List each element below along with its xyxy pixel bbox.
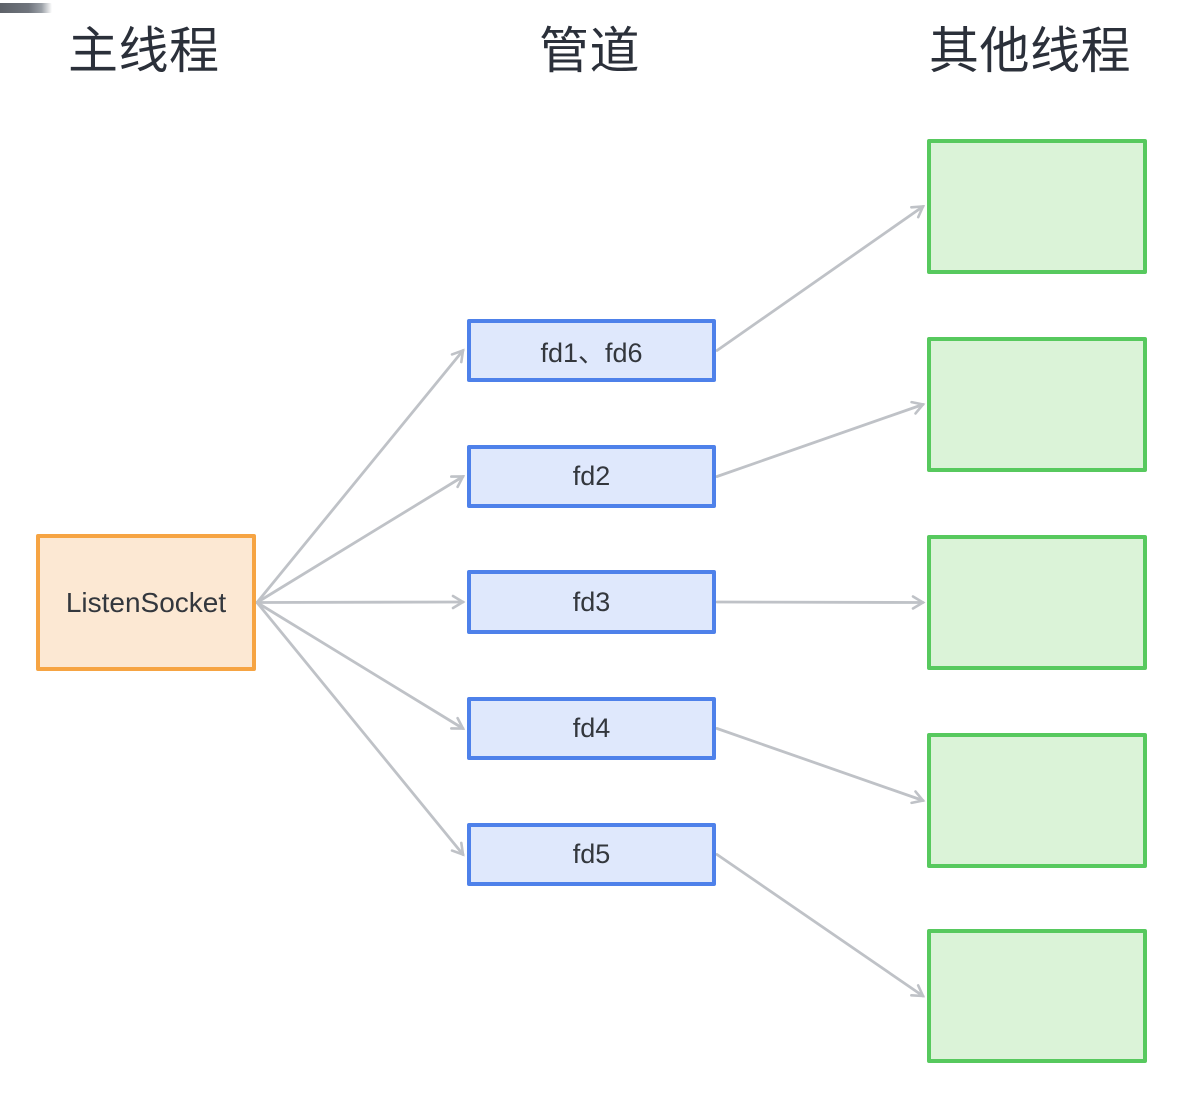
arrow-fd5-to-thread5 (715, 853, 926, 998)
column-header-pipe: 管道 (539, 23, 640, 79)
column-header-other-threads: 其他线程 (929, 23, 1131, 79)
other-thread-box-5 (927, 929, 1147, 1063)
other-thread-box-3 (927, 535, 1147, 670)
node-fd2-label: fd2 (572, 461, 611, 491)
node-fd5: fd5 (467, 823, 716, 886)
other-thread-box-2 (927, 337, 1147, 472)
node-fd5-label: fd5 (572, 839, 611, 869)
arrow-fd2-to-thread2 (715, 400, 926, 478)
node-fd1-fd6-label: fd1、fd6 (540, 338, 643, 368)
arrow-listen_socket-to-fd3 (255, 594, 466, 610)
node-fd1-fd6: fd1、fd6 (467, 319, 716, 382)
other-thread-box-1 (927, 139, 1147, 274)
arrow-listen_socket-to-fd1 (255, 348, 465, 604)
arrow-fd4-to-thread4 (715, 727, 926, 805)
node-fd3: fd3 (467, 570, 716, 634)
arrow-listen_socket-to-fd2 (255, 475, 466, 604)
node-fd4: fd4 (467, 697, 716, 760)
arrow-listen_socket-to-fd4 (255, 601, 466, 730)
node-listen-socket: ListenSocket (36, 534, 256, 671)
arrow-fd1-to-thread1 (715, 205, 926, 352)
node-listen-socket-label: ListenSocket (65, 586, 227, 618)
node-fd3-label: fd3 (572, 586, 611, 617)
column-header-main-thread: 主线程 (68, 23, 220, 79)
screen-corner-artifact (0, 3, 52, 13)
arrow-fd3-to-thread3 (715, 595, 926, 610)
node-fd4-label: fd4 (572, 713, 611, 743)
node-fd2: fd2 (467, 445, 716, 508)
other-thread-box-4 (927, 733, 1147, 868)
arrow-listen_socket-to-fd5 (255, 601, 465, 857)
